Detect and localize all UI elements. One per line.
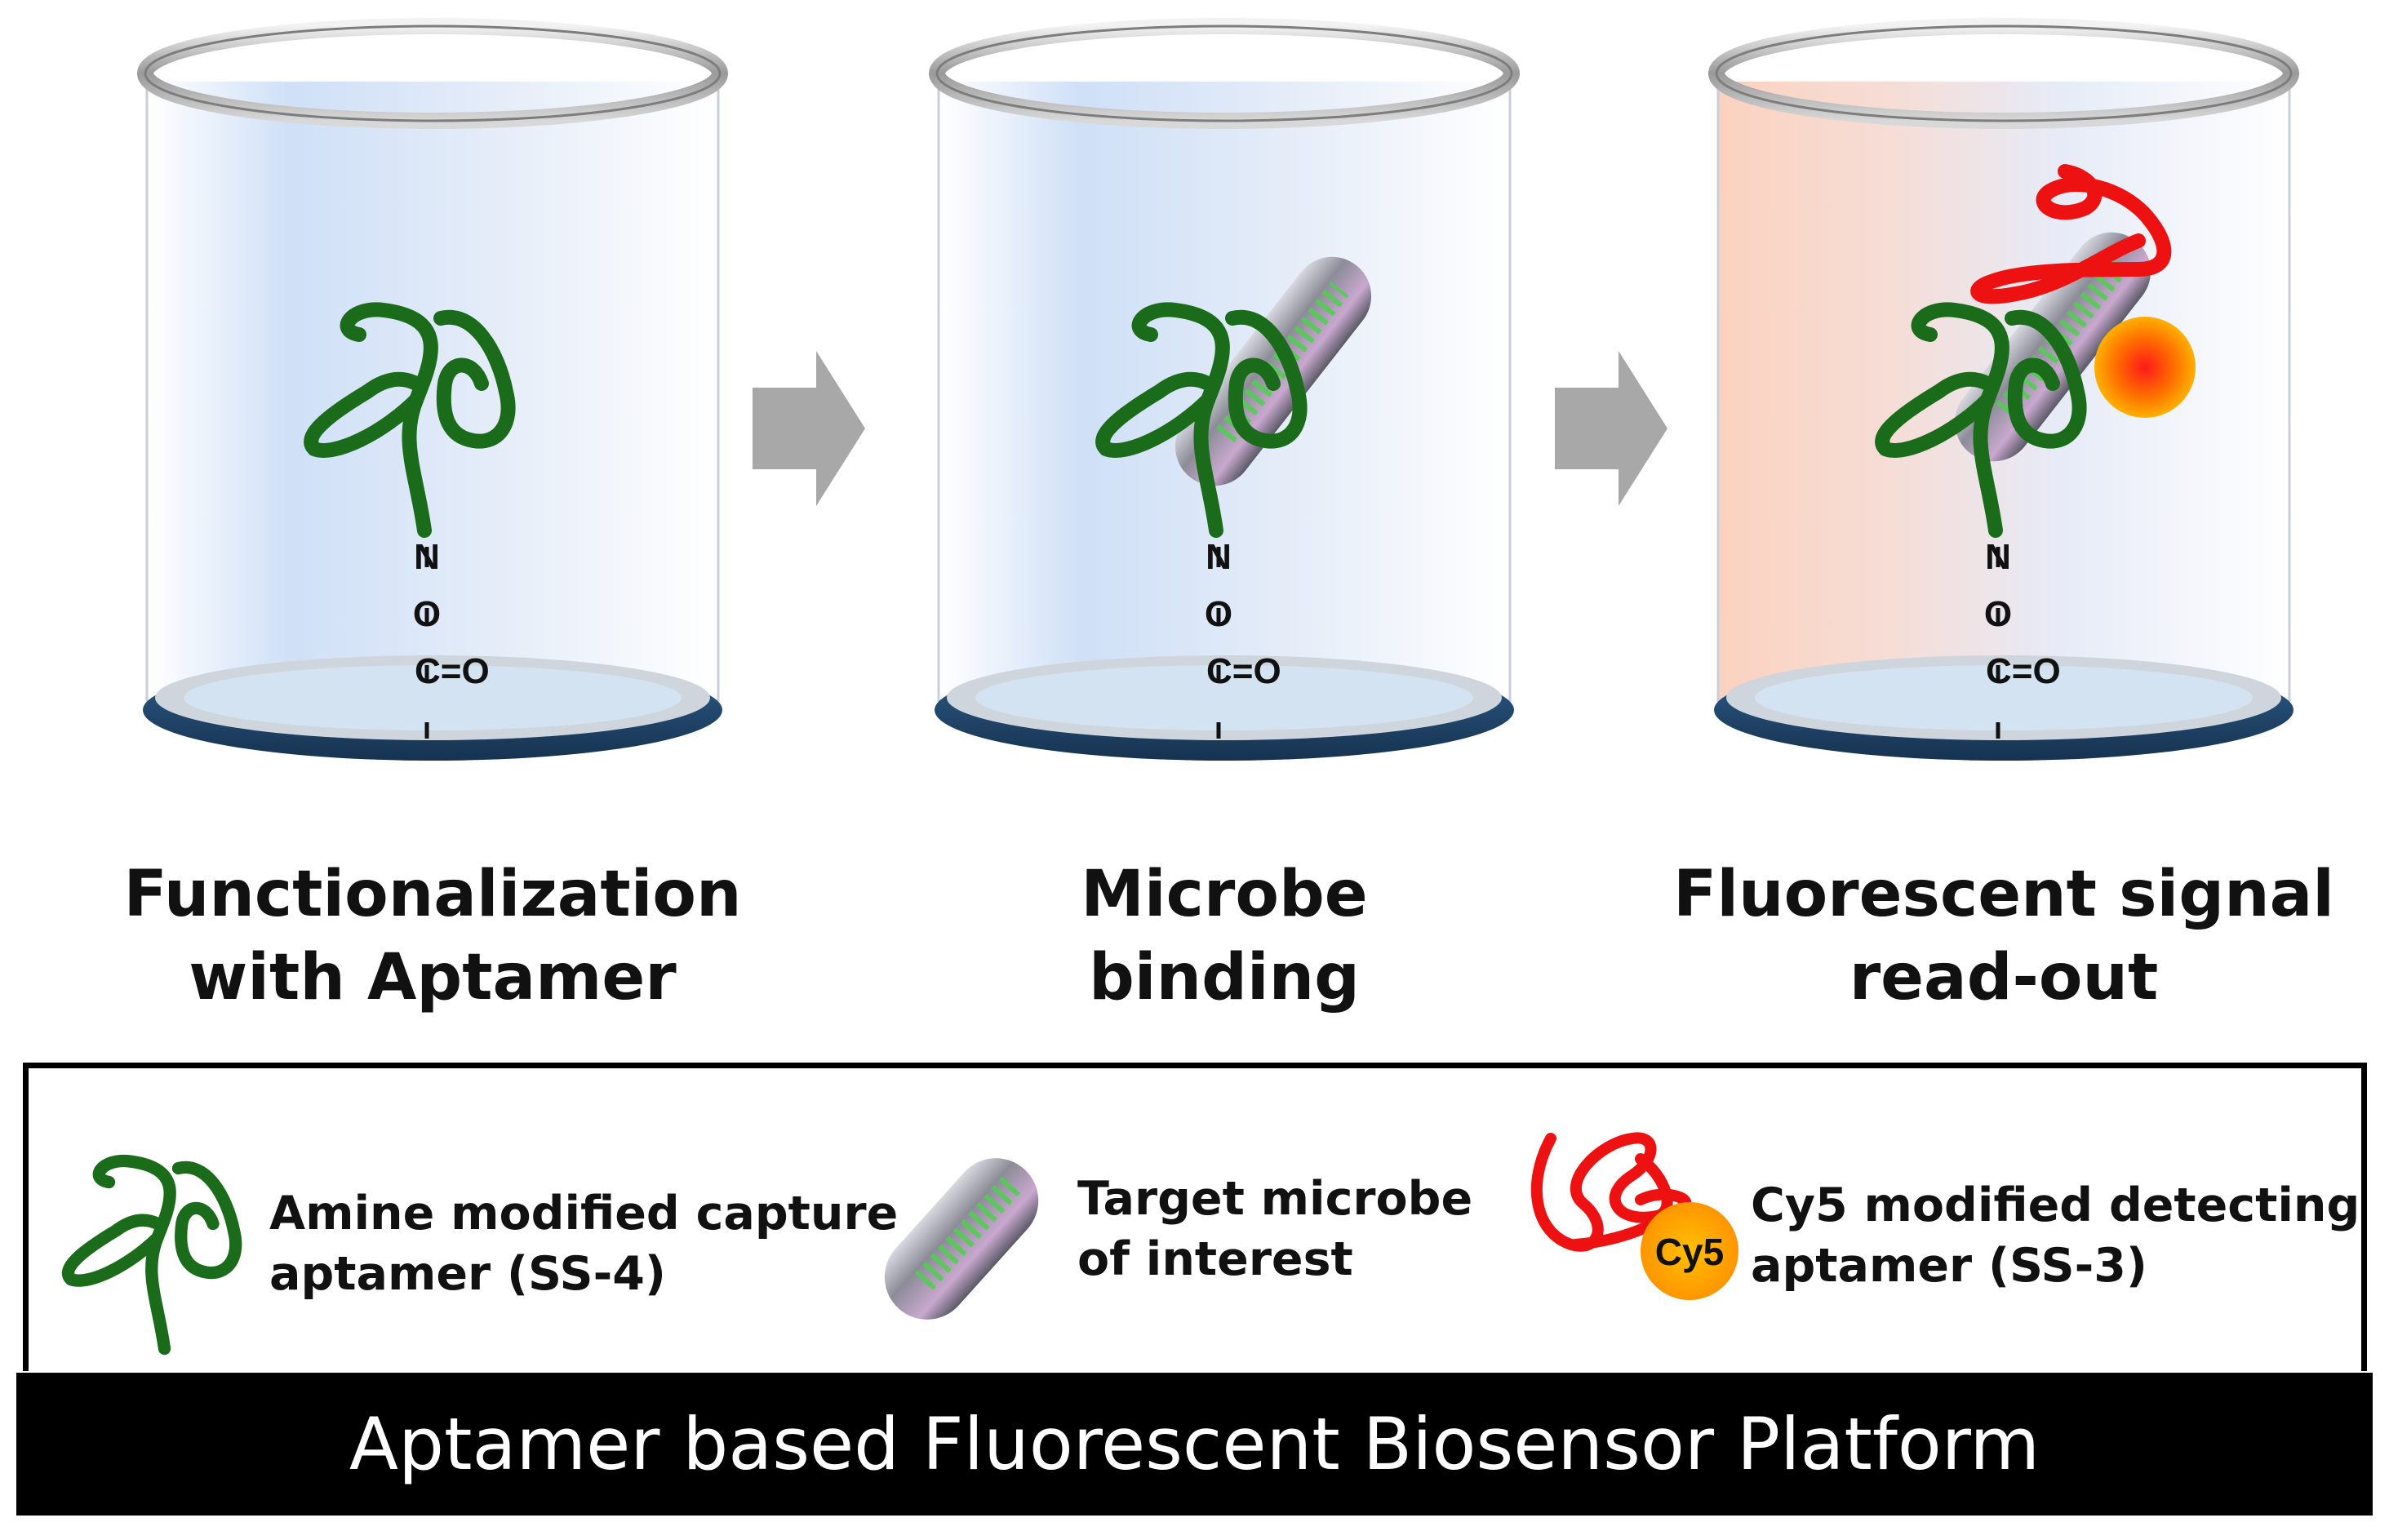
linker-n-label: N xyxy=(414,537,440,577)
legend-detecting-aptamer-text: Cy5 modified detecting aptamer (SS-3) xyxy=(1751,1175,2360,1296)
linker-o-label: O xyxy=(413,594,441,634)
linker-c-label: C=O xyxy=(1986,651,2061,691)
platform-title-bar: Aptamer based Fluorescent Biosensor Plat… xyxy=(16,1373,2373,1516)
stage-label-microbe-binding: Microbe binding xyxy=(898,853,1551,1019)
stage1-label-line2: with Aptamer xyxy=(189,941,677,1014)
legend-microbe-line2: of interest xyxy=(1077,1232,1353,1286)
linker-c-label: C=O xyxy=(1206,651,1281,691)
legend-capture-line2: aptamer (SS-4) xyxy=(269,1247,666,1301)
beaker-functionalization xyxy=(143,26,722,761)
cy5-dye-dot-stage3 xyxy=(2094,317,2196,418)
legend-capture-aptamer-text: Amine modified capture aptamer (SS-4) xyxy=(269,1183,898,1304)
legend-target-microbe-text: Target microbe of interest xyxy=(1077,1169,1472,1289)
stage2-label-line1: Microbe xyxy=(1081,858,1368,931)
beaker-fluorescent-readout xyxy=(1708,18,2299,761)
stage2-label-line2: binding xyxy=(1088,941,1361,1014)
legend-cy5-dot xyxy=(1641,1202,1738,1300)
legend-detecting-line2: aptamer (SS-3) xyxy=(1751,1239,2147,1293)
legend-capture-line1: Amine modified capture xyxy=(269,1187,899,1240)
stage3-label-line2: read-out xyxy=(1849,941,2159,1014)
process-arrow-1 xyxy=(753,351,865,506)
stage3-label-line1: Fluorescent signal xyxy=(1673,858,2334,931)
linker-n-label: N xyxy=(1985,537,2011,577)
stage1-label-line1: Functionalization xyxy=(123,858,742,931)
legend-detecting-line1: Cy5 modified detecting xyxy=(1751,1178,2360,1232)
legend-target-microbe-icon xyxy=(884,1158,1039,1320)
detecting-aptamer-stage3 xyxy=(1970,164,2172,304)
stage-label-functionalization: Functionalization with Aptamer xyxy=(106,853,759,1019)
linker-o-label: O xyxy=(1984,594,2012,634)
linker-o-label: O xyxy=(1205,594,1232,634)
linker-c-label: C=O xyxy=(415,651,490,691)
legend-microbe-line1: Target microbe xyxy=(1077,1172,1473,1226)
platform-title: Aptamer based Fluorescent Biosensor Plat… xyxy=(349,1402,2040,1486)
legend-box xyxy=(23,1063,2367,1371)
legend-cy5-label: Cy5 xyxy=(1655,1231,1724,1273)
stage-label-fluorescent-readout: Fluorescent signal read-out xyxy=(1657,853,2351,1019)
linker-n-label: N xyxy=(1206,537,1232,577)
process-arrow-2 xyxy=(1555,351,1667,506)
